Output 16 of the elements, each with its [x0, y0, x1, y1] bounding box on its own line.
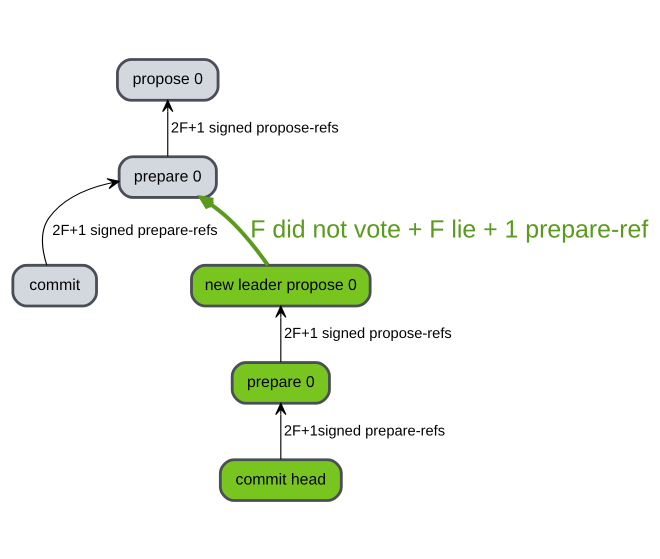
node-box: prepare 0: [118, 154, 218, 198]
edge-label: 2F+1signed prepare-refs: [284, 422, 446, 439]
edge-label: 2F+1 signed propose-refs: [284, 326, 452, 342]
arrow: [275, 305, 286, 362]
node-box: commit: [11, 263, 98, 307]
edge-label: 2F+1 signed propose-refs: [170, 120, 339, 136]
arrow: [42, 178, 120, 265]
arrow: [162, 99, 174, 156]
node-box: propose 0: [116, 58, 220, 102]
arrow: [275, 402, 286, 459]
edge-label: F did not vote + F lie + 1 prepare-ref: [250, 215, 648, 244]
node-box: new leader propose 0: [190, 263, 372, 307]
node-box: commit head: [218, 458, 343, 502]
edge-label: 2F+1 signed prepare-refs: [52, 222, 218, 239]
node-box: prepare 0: [230, 360, 331, 404]
arrow: [199, 195, 270, 266]
